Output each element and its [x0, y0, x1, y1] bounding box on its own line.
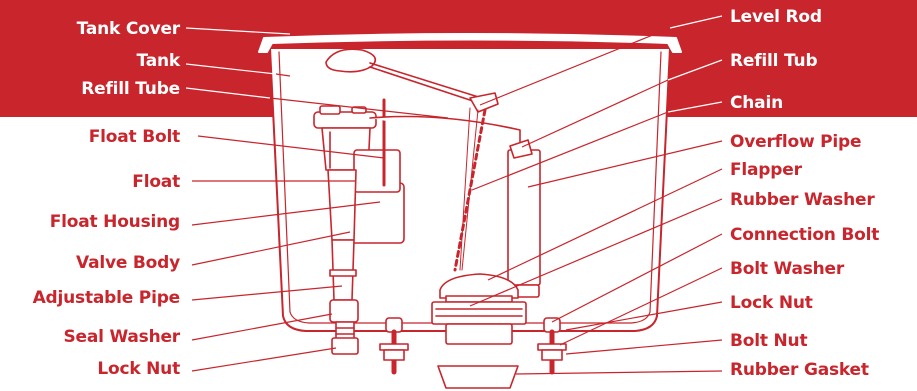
label-float-housing: Float Housing — [50, 212, 180, 232]
label-bolt-nut: Bolt Nut — [730, 331, 807, 351]
label-lock-nut-right: Lock Nut — [730, 293, 813, 313]
label-lock-nut-left: Lock Nut — [97, 359, 180, 379]
label-flapper: Flapper — [730, 160, 803, 180]
label-adjustable-pipe: Adjustable Pipe — [33, 288, 180, 308]
label-level-rod: Level Rod — [730, 7, 822, 27]
bolt-nut-shape — [542, 350, 562, 360]
seal-washer-shape — [330, 300, 358, 322]
label-float: Float — [132, 172, 180, 192]
label-seal-washer: Seal Washer — [63, 327, 180, 347]
lock-nut-left-shape — [332, 338, 358, 354]
label-refill-tube: Refill Tube — [81, 79, 180, 99]
label-tank: Tank — [137, 51, 181, 71]
overflow-pipe-shape — [508, 150, 540, 285]
label-tank-cover: Tank Cover — [77, 19, 181, 39]
label-rubber-washer: Rubber Washer — [730, 190, 875, 210]
flush-valve-body — [432, 302, 526, 324]
float-block — [354, 150, 400, 192]
label-valve-body: Valve Body — [76, 253, 180, 273]
rubber-gasket-shape — [438, 366, 518, 388]
label-chain: Chain — [730, 93, 783, 113]
label-overflow-pipe: Overflow Pipe — [730, 132, 861, 152]
bolt-washer-shape — [538, 344, 566, 350]
label-bolt-washer: Bolt Washer — [730, 259, 845, 279]
flush-valve-flange — [446, 324, 512, 344]
label-refill-tub: Refill Tub — [730, 51, 817, 71]
label-connection-bolt: Connection Bolt — [730, 225, 879, 245]
label-rubber-gasket: Rubber Gasket — [730, 360, 869, 380]
label-float-bolt: Float Bolt — [89, 127, 180, 147]
